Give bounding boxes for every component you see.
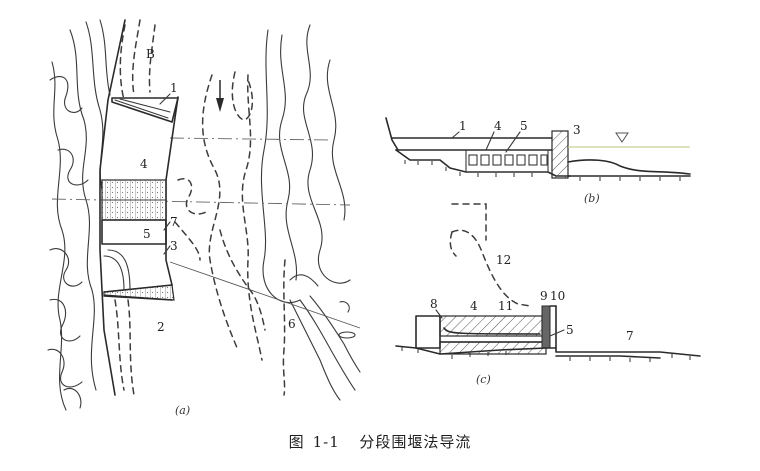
cofferdam-section <box>551 130 569 179</box>
svg-text:3: 3 <box>573 123 581 137</box>
flow-direction-arrow-icon <box>216 80 224 112</box>
svg-text:5: 5 <box>520 119 528 133</box>
block-8 <box>415 315 441 349</box>
panel-b-label: (b) <box>584 192 600 205</box>
svg-text:10: 10 <box>550 289 565 303</box>
water-level-symbol-icon <box>615 132 629 143</box>
svg-text:12: 12 <box>496 253 511 267</box>
section-line-diagonal <box>169 261 361 329</box>
figure-number-prefix: 图 <box>288 433 305 451</box>
panel-a-callouts: 1 2 3 4 5 6 7 B <box>140 47 296 334</box>
svg-text:2: 2 <box>157 320 165 334</box>
figure-number: 1-1 <box>312 433 340 451</box>
ground-hatch-ticks <box>404 160 681 181</box>
gate-9-10 <box>541 305 551 349</box>
panel-a-label: (a) <box>175 404 190 417</box>
svg-text:3: 3 <box>170 239 178 253</box>
svg-text:4: 4 <box>494 119 502 133</box>
svg-text:5: 5 <box>566 323 574 337</box>
section-line-upper <box>169 137 331 141</box>
svg-text:B: B <box>146 47 155 61</box>
sluice-bays <box>465 149 549 173</box>
svg-text:4: 4 <box>470 299 478 313</box>
panel-a-plan-view: 1 2 3 4 5 6 7 B (a) <box>47 19 361 417</box>
svg-text:11: 11 <box>498 299 513 313</box>
panel-c-label: (c) <box>476 373 491 386</box>
riverbed-contours-dashed <box>114 19 286 396</box>
svg-text:5: 5 <box>143 227 151 241</box>
svg-text:1: 1 <box>459 119 467 133</box>
section-line-middle <box>51 198 351 206</box>
svg-text:9: 9 <box>540 289 548 303</box>
powerhouse-block <box>101 219 167 245</box>
figure-caption: 图 1-1 分段围堰法导流 <box>0 431 760 452</box>
left-bank-contours <box>47 19 111 411</box>
svg-text:1: 1 <box>170 81 178 95</box>
svg-text:6: 6 <box>288 317 296 331</box>
svg-text:7: 7 <box>170 215 178 229</box>
svg-text:4: 4 <box>140 157 148 171</box>
right-bank-contours <box>260 24 361 401</box>
svg-text:8: 8 <box>430 297 438 311</box>
panel-b-longitudinal-section: 1 4 5 3 (b) <box>385 117 691 205</box>
figure-title: 分段围堰法导流 <box>359 433 472 451</box>
panel-c-cross-section: 12 8 4 11 9 10 5 7 (c) <box>395 203 701 386</box>
stage-one-cofferdam <box>99 19 179 396</box>
svg-text:7: 7 <box>626 329 634 343</box>
